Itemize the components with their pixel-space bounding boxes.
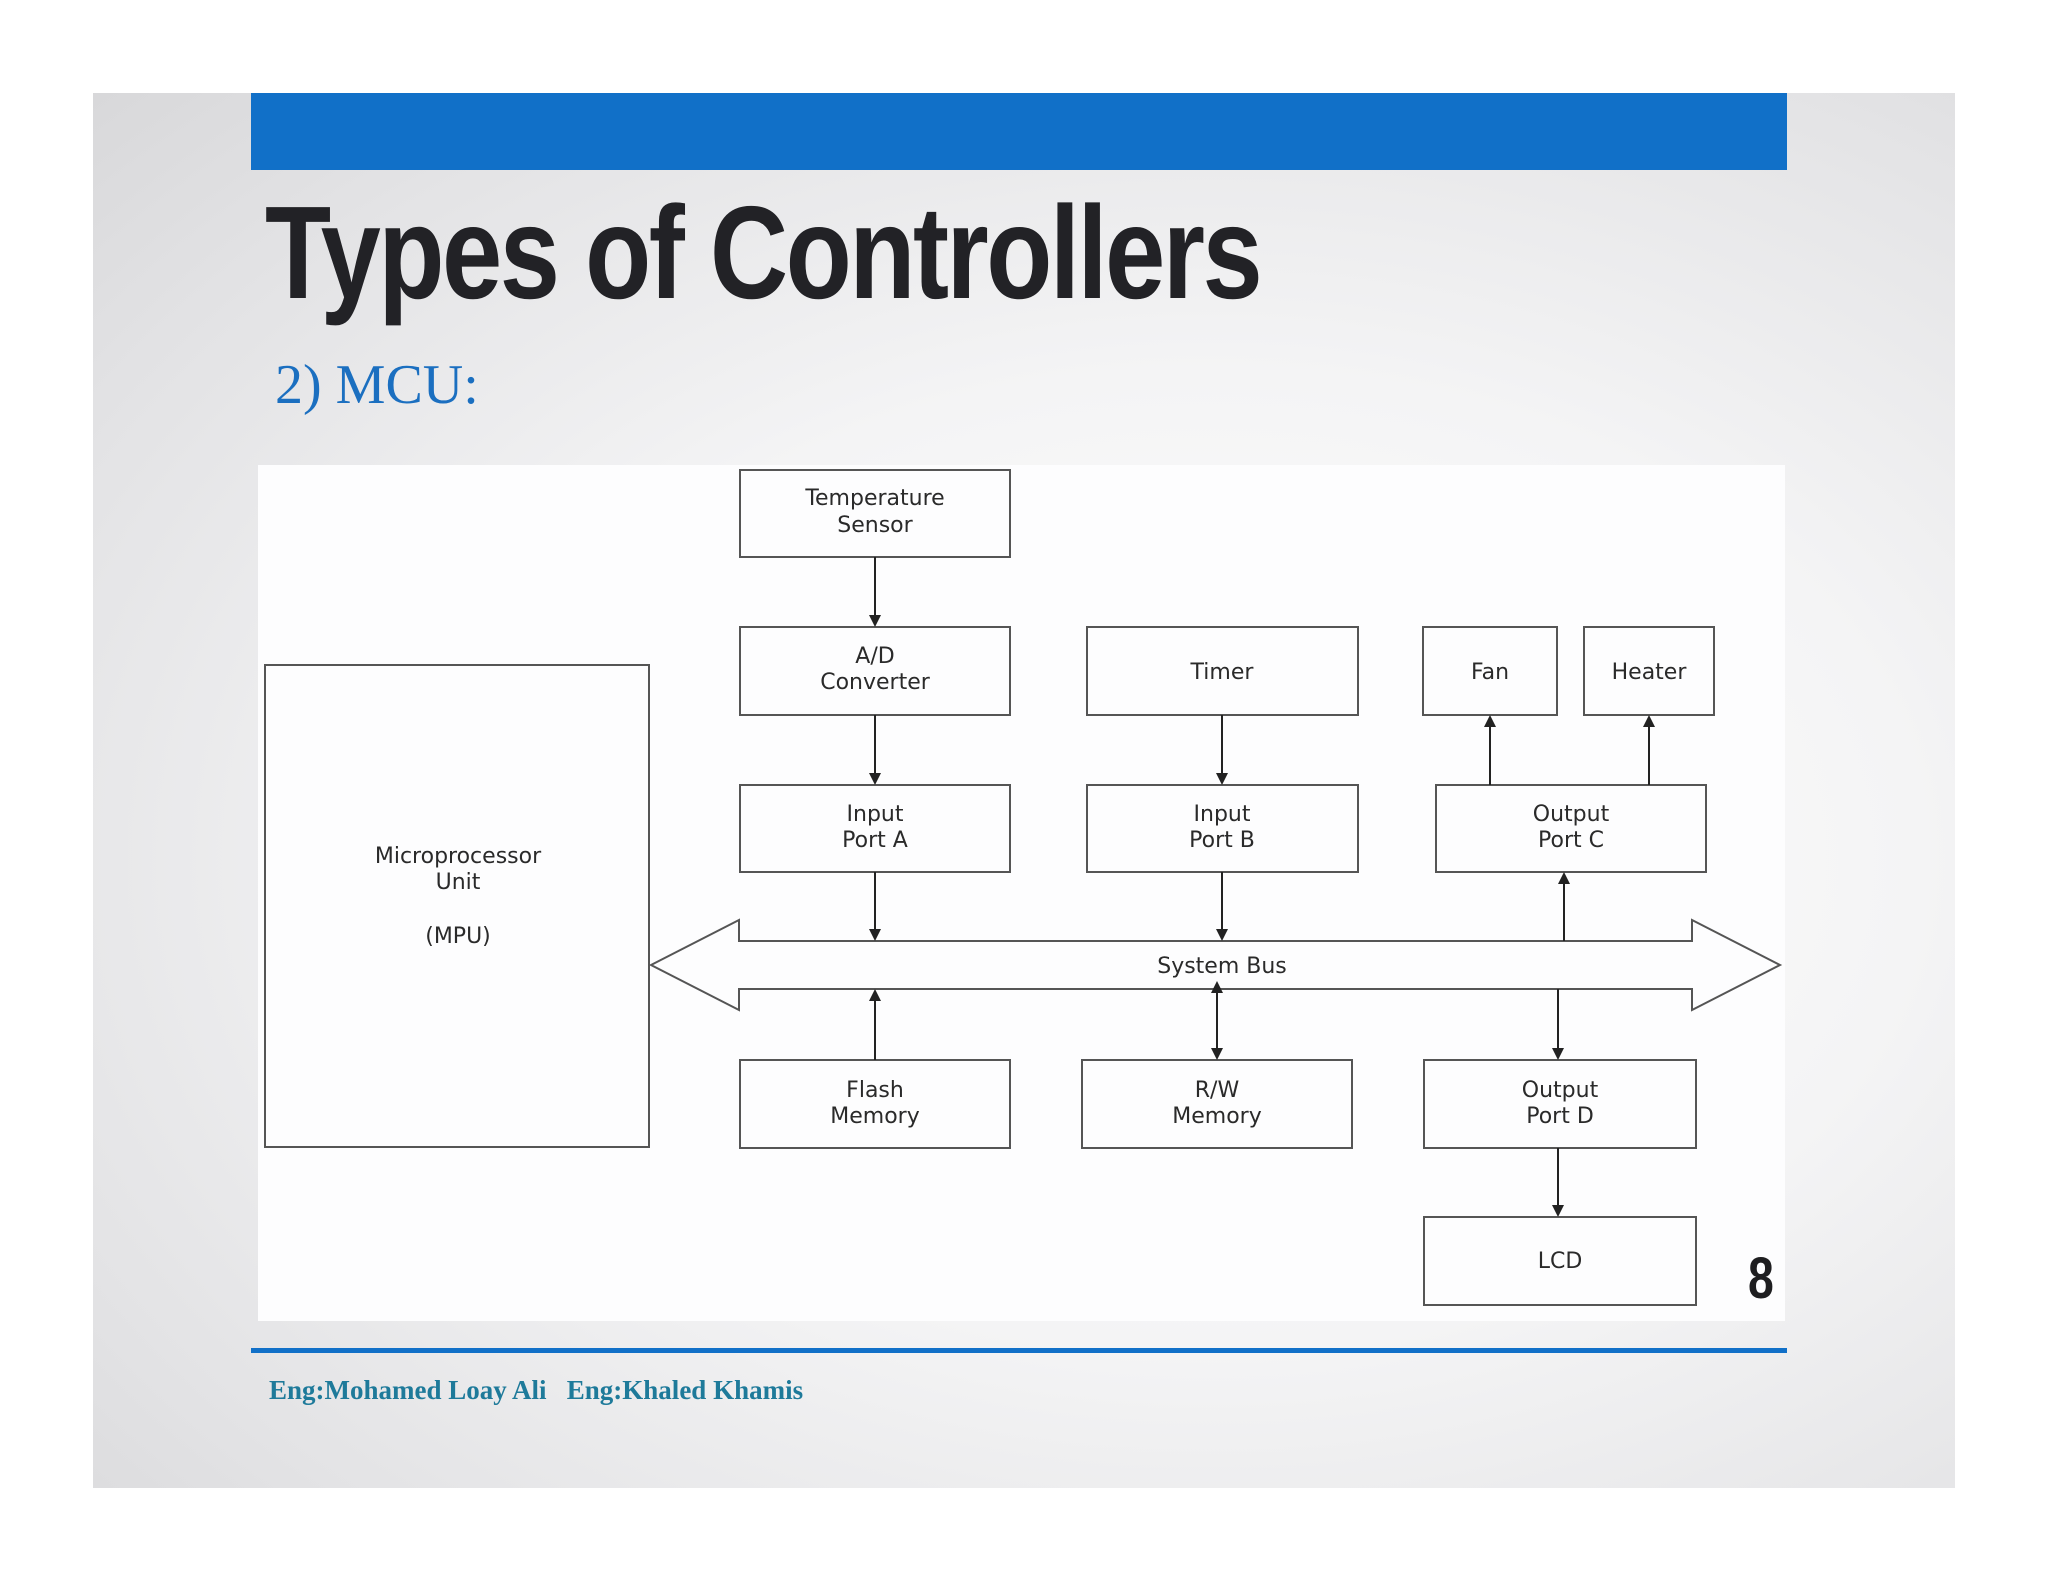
output-port-c-label-line1: Output: [1533, 802, 1610, 827]
slide-title: Types of Controllers: [265, 179, 1263, 326]
input-port-a-label-line1: Input: [847, 802, 904, 827]
rw-memory-label-line1: R/W: [1195, 1078, 1240, 1103]
output-port-c-box: [1435, 784, 1707, 873]
top-accent-bar: [251, 93, 1787, 170]
output-port-d-box: [1423, 1059, 1697, 1149]
rw-memory-label-line2: Memory: [1172, 1104, 1261, 1129]
slide: Types of Controllers 2) MCU:: [93, 93, 1955, 1488]
rw-memory-box: [1081, 1059, 1353, 1149]
mcu-block-diagram: Microprocessor Unit (MPU) Temperature Se…: [258, 465, 1785, 1321]
temperature-sensor-label-line1: Temperature: [804, 486, 944, 511]
flash-memory-label-line1: Flash: [846, 1078, 904, 1103]
fan-label: Fan: [1471, 660, 1509, 685]
heater-label: Heater: [1612, 660, 1688, 685]
system-bus-label: System Bus: [1157, 954, 1287, 979]
lcd-label: LCD: [1538, 1249, 1583, 1274]
system-bus-arrow: [648, 918, 1783, 1012]
input-port-b-label-line2: Port B: [1189, 828, 1255, 853]
mpu-label-line1: Microprocessor: [375, 844, 542, 869]
page-number: 8: [1748, 1246, 1774, 1311]
bottom-accent-rule: [251, 1348, 1787, 1353]
footer-credits: Eng:Mohamed Loay Ali Eng:Khaled Khamis: [269, 1375, 804, 1405]
mpu-label-line2: Unit: [436, 870, 481, 895]
diagram-canvas: Microprocessor Unit (MPU) Temperature Se…: [264, 469, 1783, 1306]
temperature-sensor-label-line2: Sensor: [837, 513, 913, 538]
lcd-box: [1423, 1216, 1697, 1306]
timer-label: Timer: [1190, 660, 1255, 685]
input-port-b-label-line1: Input: [1194, 802, 1251, 827]
output-port-c-label-line2: Port C: [1538, 828, 1604, 853]
output-port-d-label-line2: Port D: [1526, 1104, 1594, 1129]
mpu-box: [264, 664, 650, 1148]
output-port-d-label-line1: Output: [1522, 1078, 1599, 1103]
input-port-a-label-line2: Port A: [842, 828, 908, 853]
mpu-label-line3: (MPU): [425, 924, 491, 949]
slide-subtitle: 2) MCU:: [275, 354, 479, 416]
ad-converter-label-line1: A/D: [855, 644, 894, 669]
ad-converter-label-line2: Converter: [820, 670, 931, 695]
flash-memory-label-line2: Memory: [830, 1104, 919, 1129]
